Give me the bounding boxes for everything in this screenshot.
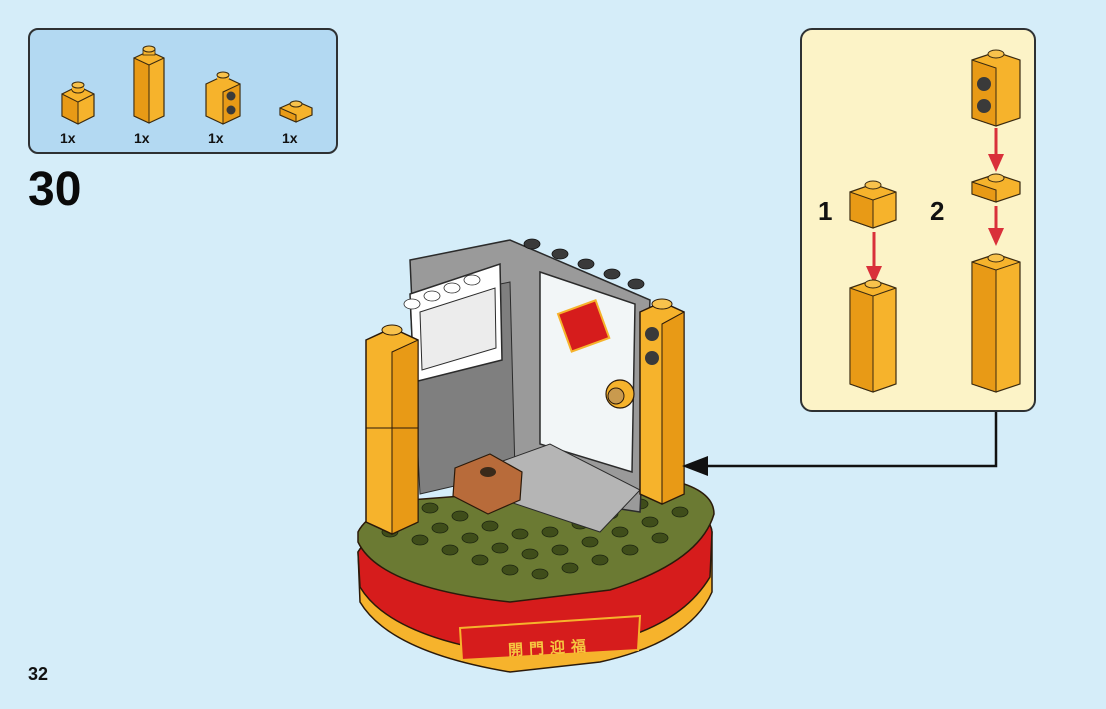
part-quantity: 1x	[60, 130, 76, 146]
yellow-1x1-brick-icon	[60, 82, 96, 126]
yellow-1x1-brick-with-studs-on-side-icon	[204, 72, 242, 126]
yellow-1x1-plate-icon	[278, 98, 314, 124]
sub-assembly-box: 1 2	[800, 28, 1036, 412]
sub-step-2-label: 2	[930, 196, 944, 227]
yellow-1x1-brick-icon	[848, 180, 898, 230]
step-number: 30	[28, 166, 81, 214]
parts-list-box: 1x 1x 1x 1x	[28, 28, 338, 154]
part-quantity: 1x	[134, 130, 150, 146]
page-number: 32	[28, 664, 48, 685]
assembly-arrow-icon	[986, 204, 1006, 248]
model-assembly-illustration	[350, 232, 720, 684]
connector-arrow	[680, 410, 1010, 480]
banner-text: 開門迎福	[508, 635, 593, 660]
assembly-arrow-icon	[986, 126, 1006, 174]
part-quantity: 1x	[282, 130, 298, 146]
part-quantity: 1x	[208, 130, 224, 146]
yellow-1x1x3-brick-icon	[132, 46, 166, 126]
sub-step-1-label: 1	[818, 196, 832, 227]
yellow-1x1-plate-icon	[970, 170, 1022, 206]
yellow-1x1-brick-with-studs-on-side-icon	[970, 46, 1022, 128]
yellow-1x1x3-brick-icon	[848, 276, 898, 396]
yellow-1x1x3-brick-icon	[970, 248, 1022, 396]
